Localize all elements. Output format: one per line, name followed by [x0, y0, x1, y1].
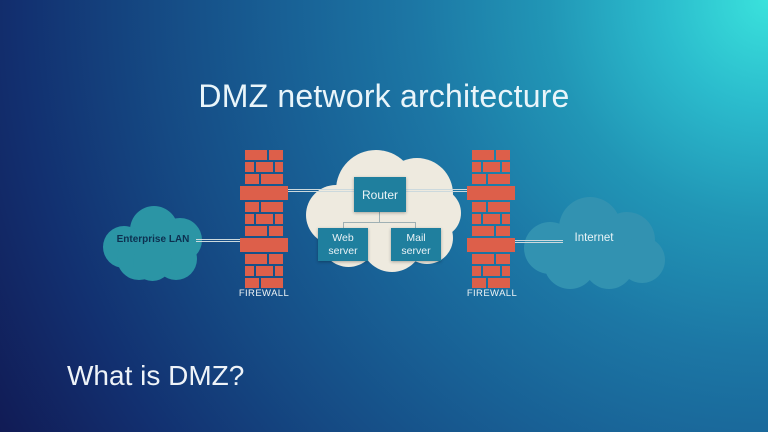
- mail-server-node: Mail server: [391, 228, 441, 261]
- firewall-brick: [268, 150, 283, 160]
- firewall-brick: [472, 214, 481, 224]
- firewall-brick-row: [472, 254, 510, 264]
- firewall-brick-row: [245, 202, 283, 212]
- router-label: Router: [361, 187, 399, 202]
- firewall-brick: [245, 226, 267, 236]
- firewall-brick: [274, 162, 283, 172]
- firewall-brick: [482, 214, 500, 224]
- firewall-brick-row: [472, 214, 510, 224]
- firewall-brick: [261, 278, 283, 288]
- firewall-brick: [255, 214, 273, 224]
- firewall-brick-row: [472, 278, 510, 288]
- firewall-brick: [488, 202, 510, 212]
- firewall-brick: [488, 174, 510, 184]
- firewall-right-label: FIREWALL: [466, 288, 518, 299]
- firewall-brick: [472, 150, 494, 160]
- firewall-brick: [472, 202, 487, 212]
- firewall-brick-row: [472, 226, 510, 236]
- firewall-brick: [495, 226, 510, 236]
- firewall-wide-brick: [467, 186, 515, 200]
- firewall-brick-row: [472, 162, 510, 172]
- connector-left-firewall-to-router: [284, 189, 356, 192]
- footer-question: What is DMZ?: [67, 360, 245, 391]
- firewall-brick-row: [245, 226, 283, 236]
- firewall-brick-row: [472, 150, 510, 160]
- firewall-brick-row: [472, 174, 510, 184]
- firewall-brick: [245, 266, 254, 276]
- firewall-brick: [255, 266, 273, 276]
- web-server-node: Web server: [318, 228, 368, 261]
- firewall-brick: [261, 202, 283, 212]
- connector-servers-horizontal: [343, 222, 416, 223]
- firewall-brick: [245, 254, 267, 264]
- firewall-brick: [245, 202, 260, 212]
- page-title: DMZ network architecture: [198, 78, 570, 114]
- firewall-brick-row: [472, 202, 510, 212]
- firewall-brick: [495, 150, 510, 160]
- web-server-label: Web server: [328, 232, 358, 257]
- connector-to-mail-server: [415, 222, 416, 230]
- firewall-brick: [501, 214, 510, 224]
- firewall-brick-row: [245, 214, 283, 224]
- firewall-brick: [268, 226, 283, 236]
- firewall-brick: [472, 174, 487, 184]
- firewall-wide-brick: [240, 186, 288, 200]
- firewall-brick: [472, 266, 481, 276]
- firewall-brick: [495, 254, 510, 264]
- enterprise-lan-label: Enterprise LAN: [116, 234, 190, 245]
- connector-right-firewall-to-internet: [513, 240, 563, 243]
- connector-enterprise-to-left-firewall: [196, 239, 242, 242]
- firewall-brick: [501, 266, 510, 276]
- firewall-brick: [472, 226, 494, 236]
- connector-router-down: [379, 212, 380, 223]
- firewall-brick-row: [245, 278, 283, 288]
- firewall-brick-row: [245, 266, 283, 276]
- firewall-brick: [488, 278, 510, 288]
- firewall-brick: [261, 174, 283, 184]
- firewall-brick-row: [245, 254, 283, 264]
- firewall-brick: [245, 214, 254, 224]
- firewall-brick: [482, 162, 500, 172]
- enterprise-lan-cloud-shape: [103, 206, 203, 282]
- mail-server-label: Mail server: [401, 232, 431, 257]
- firewall-brick: [482, 266, 500, 276]
- firewall-brick: [472, 278, 487, 288]
- firewall-wide-brick: [467, 238, 515, 252]
- firewall-brick: [274, 214, 283, 224]
- connector-router-to-right-firewall: [404, 189, 469, 192]
- connector-to-web-server: [343, 222, 344, 230]
- firewall-brick: [245, 174, 260, 184]
- firewall-brick: [501, 162, 510, 172]
- firewall-wide-brick: [240, 238, 288, 252]
- firewall-brick: [472, 162, 481, 172]
- firewall-brick: [255, 162, 273, 172]
- router-node: Router: [354, 177, 406, 212]
- firewall-brick-row: [245, 162, 283, 172]
- firewall-brick-row: [245, 174, 283, 184]
- firewall-brick: [274, 266, 283, 276]
- firewall-left-label: FIREWALL: [238, 288, 290, 299]
- internet-cloud-shape: [524, 197, 665, 293]
- firewall-brick: [245, 150, 267, 160]
- firewall-brick-row: [472, 266, 510, 276]
- firewall-brick: [268, 254, 283, 264]
- firewall-brick: [245, 278, 260, 288]
- firewall-right-wall: [467, 150, 515, 288]
- internet-label: Internet: [574, 232, 614, 244]
- cloud-puff: [133, 242, 172, 281]
- firewall-brick: [245, 162, 254, 172]
- firewall-left-wall: [240, 150, 288, 288]
- firewall-brick-row: [245, 150, 283, 160]
- firewall-brick: [472, 254, 494, 264]
- cloud-puff: [619, 237, 665, 283]
